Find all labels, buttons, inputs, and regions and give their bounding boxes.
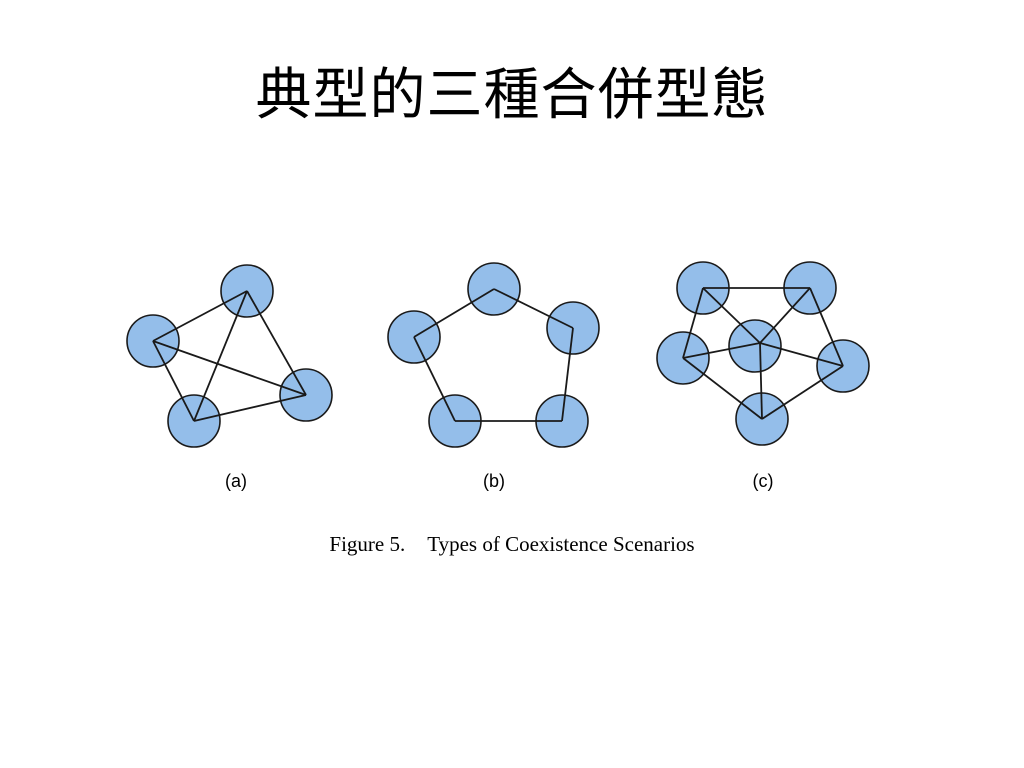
panel-c: (c): [656, 261, 870, 491]
network-edge: [152, 340, 307, 396]
network-edges: [682, 287, 844, 420]
network-edges: [152, 290, 307, 422]
network-edge: [193, 290, 248, 422]
network-edge: [759, 342, 844, 367]
panel-b: (b): [387, 262, 600, 491]
network-edge: [682, 342, 761, 359]
network-edge: [413, 336, 456, 422]
network-edge: [759, 287, 811, 344]
panel-label: (a): [225, 471, 247, 491]
network-edge: [759, 342, 763, 420]
network-edge: [152, 340, 195, 422]
network-edge: [682, 357, 763, 420]
network-edge: [493, 288, 574, 329]
network-edge: [809, 287, 844, 367]
panel-a: (a): [126, 264, 333, 491]
panel-label: (c): [753, 471, 774, 491]
slide-title: 典型的三種合併型態: [255, 63, 769, 128]
caption-number: Figure 5.: [329, 532, 406, 556]
caption-text: Types of Coexistence Scenarios: [427, 532, 695, 556]
network-edge: [152, 290, 248, 342]
network-edge: [682, 287, 704, 359]
figure-caption: Figure 5. Types of Coexistence Scenarios: [0, 532, 1024, 557]
network-nodes: [387, 262, 600, 448]
network-edge: [761, 365, 844, 420]
panel-label: (b): [483, 471, 505, 491]
network-edge: [193, 394, 307, 422]
network-nodes: [126, 264, 333, 448]
network-edges: [413, 288, 574, 422]
network-edge: [702, 287, 761, 344]
network-edge: [413, 288, 495, 338]
network-edge: [246, 290, 307, 396]
network-edge: [561, 327, 574, 422]
